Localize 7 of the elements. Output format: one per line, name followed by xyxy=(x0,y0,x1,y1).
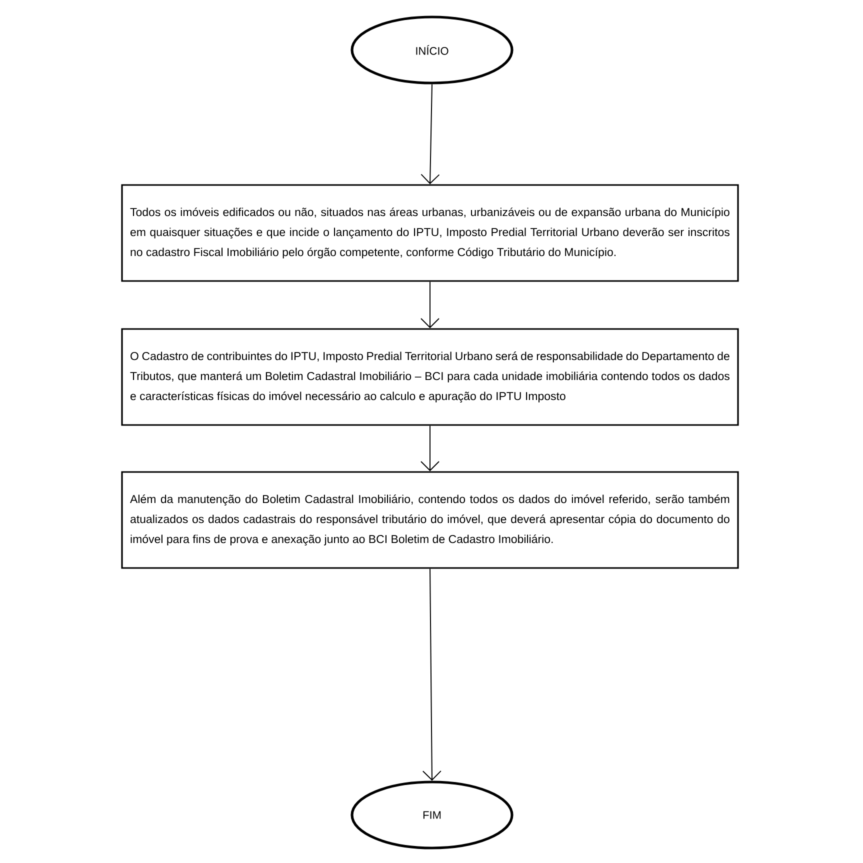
arrow xyxy=(420,281,440,328)
arrow xyxy=(420,84,440,184)
process-box: Além da manutenção do Boletim Cadastral Imobiliário, contendo todos os dados do imóvel referido, serão também atualizados os dados cadastrais do responsável tributário do imóvel, que deverá apresentar cópia do documento do imóvel para fins de prova e anexação junto ao BCI Boletim de Cadastro Imobiliário. xyxy=(121,471,739,569)
arrow xyxy=(422,568,442,781)
process-box: O Cadastro de contribuintes do IPTU, Imposto Predial Territorial Urbano será de responsabilidade do Departamento de Tributos, que manterá um Boletim Cadastral Imobiliário – BCI para cada unidade imobiliária contendo todos os dados e características físicas do imóvel necessário ao calculo e apuração do IPTU Imposto xyxy=(121,328,739,426)
arrow xyxy=(420,425,440,472)
process-box: Todos os imóveis edificados ou não, situados nas áreas urbanas, urbanizáveis ou de expansão urbana do Município em quaisquer situações e que incide o lançamento do IPTU, Imposto Predial Territorial Urbano deverão ser inscritos no cadastro Fiscal Imobiliário pelo órgão competente, conforme Código Tributário do Município. xyxy=(121,184,739,282)
